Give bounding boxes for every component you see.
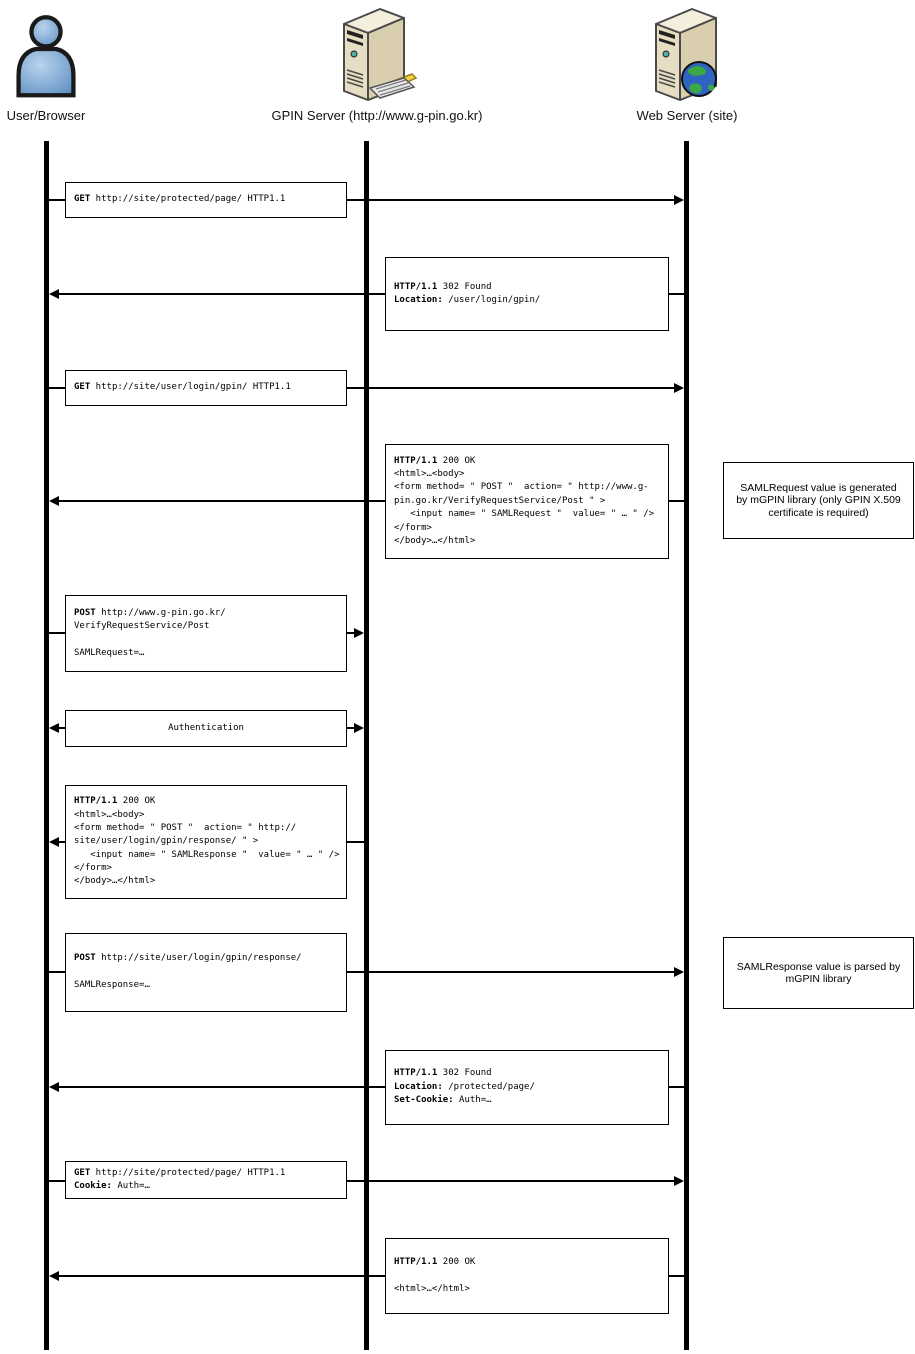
- lifeline-user-browser: [44, 141, 49, 1350]
- arrow-line: [347, 387, 674, 389]
- message-200-ok-samlrequest-form: HTTP/1.1 200 OK <html>…<body> <form meth…: [385, 444, 669, 559]
- message-200-ok-samlresponse-form: HTTP/1.1 200 OK <html>…<body> <form meth…: [65, 785, 347, 899]
- arrow-line: [669, 1086, 684, 1088]
- arrow-line: [347, 199, 674, 201]
- arrowhead-right-icon: [674, 1176, 684, 1186]
- web-server-icon: [655, 8, 717, 101]
- arrowhead-right-icon: [674, 195, 684, 205]
- arrow-line: [669, 1275, 684, 1277]
- arrowhead-left-icon: [49, 289, 59, 299]
- message-get-login-gpin: GET http://site/user/login/gpin/ HTTP1.1: [65, 370, 347, 406]
- user-icon: [16, 15, 76, 98]
- arrow-line: [58, 1086, 385, 1088]
- arrow-line: [347, 841, 364, 843]
- arrow-line: [49, 632, 65, 634]
- message-302-found-protected-page: HTTP/1.1 302 Found Location: /protected/…: [385, 1050, 669, 1125]
- arrowhead-left-icon: [49, 1082, 59, 1092]
- arrow-line: [58, 841, 65, 843]
- note-samlrequest: SAMLRequest value is generated by mGPIN …: [723, 462, 914, 539]
- arrow-line: [58, 1275, 385, 1277]
- arrowhead-right-icon: [674, 967, 684, 977]
- arrow-line: [669, 500, 684, 502]
- arrowhead-right-icon: [674, 383, 684, 393]
- message-get-protected-page-1: GET http://site/protected/page/ HTTP1.1: [65, 182, 347, 218]
- arrowhead-left-icon: [49, 496, 59, 506]
- message-post-verifyrequestservice: POST http://www.g-pin.go.kr/ VerifyReque…: [65, 595, 347, 672]
- arrowhead-left-icon: [49, 837, 59, 847]
- actor-label-web-server: Web Server (site): [636, 108, 738, 123]
- arrowhead-right-icon: [354, 723, 364, 733]
- gpin-server-icon: [343, 8, 418, 101]
- message-get-protected-page-2: GET http://site/protected/page/ HTTP1.1 …: [65, 1161, 347, 1199]
- message-post-gpin-response: POST http://site/user/login/gpin/respons…: [65, 933, 347, 1012]
- arrow-line: [669, 293, 684, 295]
- arrow-line: [58, 727, 65, 729]
- note-samlresponse: SAMLResponse value is parsed by mGPIN li…: [723, 937, 914, 1009]
- arrow-line: [347, 971, 674, 973]
- arrowhead-left-icon: [49, 723, 59, 733]
- arrow-line: [49, 199, 65, 201]
- message-authentication: Authentication: [65, 710, 347, 747]
- arrow-line: [347, 1180, 674, 1182]
- arrowhead-left-icon: [49, 1271, 59, 1281]
- arrow-line: [49, 1180, 65, 1182]
- arrow-line: [347, 632, 354, 634]
- arrow-line: [49, 387, 65, 389]
- arrow-line: [58, 293, 385, 295]
- actor-label-gpin-server: GPIN Server (http://www.g-pin.go.kr): [271, 108, 483, 123]
- actor-label-user-browser: User/Browser: [6, 108, 86, 123]
- message-302-found-login-gpin: HTTP/1.1 302 Found Location: /user/login…: [385, 257, 669, 331]
- arrow-line: [347, 727, 354, 729]
- arrowhead-right-icon: [354, 628, 364, 638]
- lifeline-web-server: [684, 141, 689, 1350]
- message-200-ok-final: HTTP/1.1 200 OK <html>…</html>: [385, 1238, 669, 1314]
- arrow-line: [58, 500, 385, 502]
- arrow-line: [49, 971, 65, 973]
- lifeline-gpin-server: [364, 141, 369, 1350]
